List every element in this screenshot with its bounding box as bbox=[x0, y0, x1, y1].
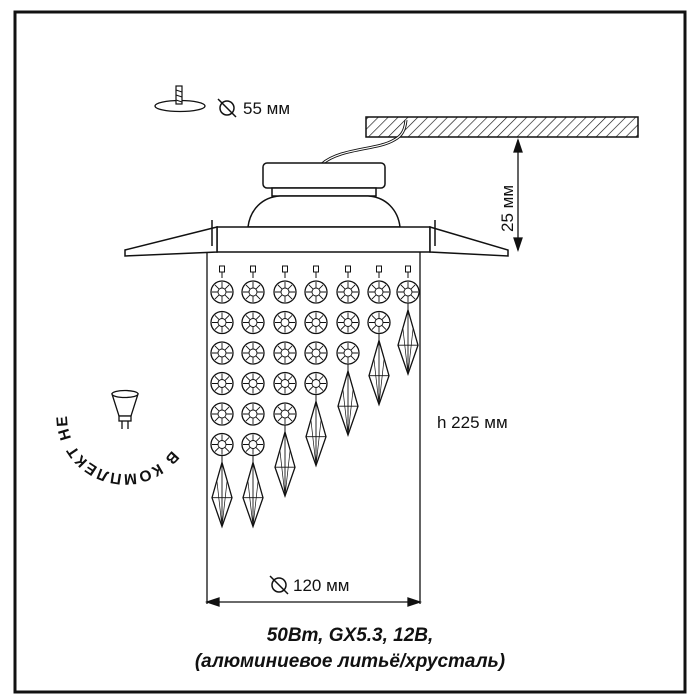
crystal-bead bbox=[210, 341, 234, 365]
crystal-bead bbox=[241, 310, 265, 335]
width-dimension bbox=[204, 597, 423, 607]
cutout-hole-icon bbox=[154, 85, 206, 113]
crystal-strand bbox=[304, 265, 328, 468]
crystal-pendant bbox=[368, 338, 390, 407]
width-label: 120 мм bbox=[293, 576, 349, 595]
crystal-bead bbox=[210, 280, 234, 304]
crystal-strand bbox=[336, 265, 360, 437]
crystal-bead bbox=[210, 432, 234, 457]
crystal-bead bbox=[241, 402, 265, 426]
ceiling-slab bbox=[365, 116, 639, 138]
mr16-bulb-icon bbox=[111, 389, 139, 429]
crystal-bead bbox=[273, 371, 297, 396]
depth-label: 25 мм bbox=[498, 185, 517, 232]
crystal-bead bbox=[273, 341, 297, 365]
crystal-bead bbox=[304, 280, 328, 304]
crystal-bead bbox=[367, 280, 391, 304]
depth-dimension bbox=[513, 137, 523, 253]
crystal-pendant bbox=[337, 368, 359, 437]
crystal-bead bbox=[273, 280, 297, 304]
crystal-strand bbox=[396, 265, 420, 376]
lamp-housing bbox=[216, 162, 431, 253]
crystal-strand bbox=[210, 265, 234, 529]
crystal-strand bbox=[273, 265, 297, 498]
crystal-pendant bbox=[242, 460, 264, 529]
mounting-flange bbox=[124, 220, 509, 257]
crystal-pendant bbox=[211, 460, 233, 529]
crystal-pendant bbox=[305, 399, 327, 468]
outer-border bbox=[13, 10, 687, 694]
crystal-bead bbox=[396, 280, 420, 304]
spec-line-2: (алюминиевое литьё/хрусталь) bbox=[195, 651, 505, 672]
crystal-bead bbox=[304, 371, 328, 396]
crystal-bead bbox=[304, 341, 328, 365]
crystal-bead bbox=[304, 310, 328, 335]
crystal-strand bbox=[367, 265, 391, 407]
crystal-bead bbox=[336, 310, 360, 335]
crystal-pendant bbox=[397, 307, 419, 376]
crystal-bead bbox=[336, 341, 360, 365]
crystal-strands bbox=[210, 265, 420, 529]
crystal-bead bbox=[273, 402, 297, 426]
crystal-bead bbox=[210, 371, 234, 396]
crystal-bead bbox=[367, 310, 391, 335]
spec-line-1: 50Вт, GX5.3, 12В, bbox=[267, 625, 434, 646]
diameter-icon bbox=[217, 98, 237, 118]
crystal-bead bbox=[273, 310, 297, 335]
cutout-diameter-label: 55 мм bbox=[243, 99, 290, 118]
crystal-pendant bbox=[274, 429, 296, 498]
crystal-bead bbox=[241, 432, 265, 457]
crystal-bead bbox=[241, 341, 265, 365]
crystal-strand bbox=[241, 265, 265, 529]
crystal-bead bbox=[210, 402, 234, 426]
crystal-bead bbox=[241, 371, 265, 396]
crystal-bead bbox=[336, 280, 360, 304]
width-diameter-icon bbox=[269, 575, 289, 595]
crystal-bead bbox=[241, 280, 265, 304]
crystal-bead bbox=[210, 310, 234, 335]
height-label: h 225 мм bbox=[437, 413, 508, 432]
